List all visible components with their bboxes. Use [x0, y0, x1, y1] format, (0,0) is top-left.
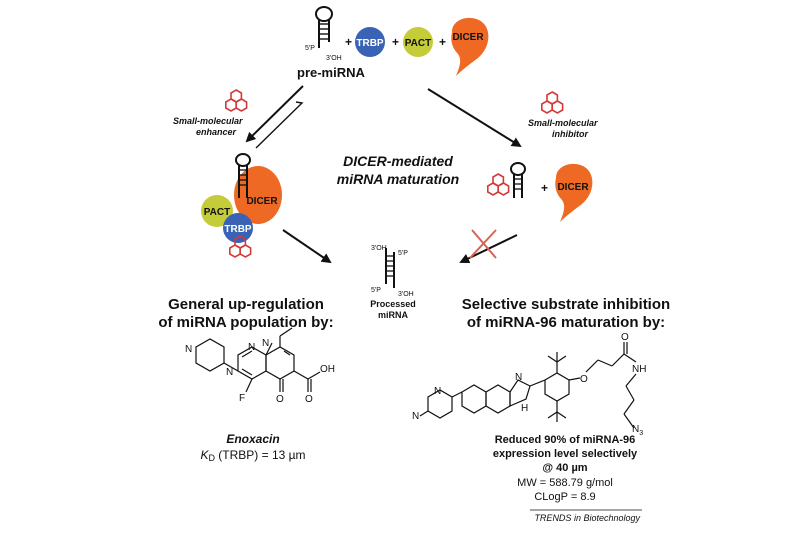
processed-5p-bot: 5'P — [371, 287, 381, 294]
complex-dicer-label: DICER — [246, 196, 278, 207]
pre-mirna-3oh-label: 3'OH — [326, 55, 342, 62]
plus-sign-2: + — [392, 35, 399, 49]
inhibitor-label-line1: Small-molecular — [528, 118, 598, 128]
inhibitor-n3-sub: 3 — [639, 430, 643, 437]
inhibitor-atom-n2: N — [434, 386, 441, 397]
left-heading-line1: General up-regulation — [168, 296, 324, 313]
inhibitor-atom-nh: H — [521, 403, 528, 414]
complex-trbp-icon — [223, 213, 253, 243]
inhibitor-molecule-icon — [540, 91, 564, 114]
pre-mirna-caption: pre-miRNA — [297, 65, 366, 80]
inhibitor-label-line2: inhibitor — [552, 129, 588, 139]
inhibitor-atom-n1: N — [412, 411, 419, 422]
enhancer-molecule-icon — [225, 89, 248, 112]
enoxacin-atom-n4: N — [248, 342, 255, 353]
plus-sign-3: + — [439, 35, 446, 49]
complex-pact-label: PACT — [204, 207, 230, 218]
inhibitor-atom-o1: O — [580, 374, 588, 385]
enoxacin-atom-o2: O — [305, 394, 313, 405]
enoxacin-atom-oh: OH — [320, 364, 335, 375]
enoxacin-kd-sub: D — [208, 453, 215, 463]
trbp-protein-icon — [355, 27, 385, 57]
enoxacin-name: Enoxacin — [226, 432, 279, 446]
enoxacin-atom-f: F — [239, 393, 245, 404]
inhibited-hairpin-icon — [510, 162, 526, 198]
inhibited-plus: + — [541, 181, 548, 195]
inhibitor-atom-n3: N — [515, 372, 522, 383]
right-heading-line1: Selective substrate inhibition — [462, 296, 670, 313]
dicer-label-top: DICER — [452, 32, 484, 43]
inhibitor-desc-line1: Reduced 90% of miRNA-96 — [495, 434, 636, 446]
pact-protein-icon — [403, 27, 433, 57]
arrow-to-inhibited — [427, 88, 522, 148]
inhibitor-atom-nh2: NH — [632, 364, 646, 375]
processed-3oh-bot: 3'OH — [398, 291, 414, 298]
inhibitor-mw: MW = 588.79 g/mol — [517, 477, 613, 489]
inhibitor-clogp: CLogP = 8.9 — [534, 491, 595, 503]
inhibitor-atom-n3-label: N3 — [632, 424, 643, 437]
inhibitor-desc-line3: @ 40 µm — [542, 462, 587, 474]
dicer-protein-icon — [451, 17, 489, 76]
inhibitor-desc-line2: expression level selectively — [493, 448, 638, 460]
inhibitor-n3-n: N — [632, 424, 639, 435]
pre-mirna-5p-label: 5'P — [305, 45, 315, 52]
enhancer-label-line1: Small-molecular — [173, 116, 243, 126]
plus-sign-1: + — [345, 35, 352, 49]
enoxacin-atom-n1: N — [185, 344, 192, 355]
pre-mirna-hairpin-icon — [315, 6, 333, 48]
inhibitor-structure — [419, 342, 637, 429]
enoxacin-kd-rest: (TRBP) = 13 µm — [215, 448, 306, 462]
enoxacin-kd: KD (TRBP) = 13 µm — [200, 448, 305, 463]
cross-icon — [469, 229, 497, 259]
processed-caption-line2: miRNA — [378, 310, 409, 320]
complex-trbp-label: TRBP — [224, 224, 252, 235]
enoxacin-atom-n2: N — [226, 367, 233, 378]
processed-5p-top: 5'P — [398, 250, 408, 257]
enoxacin-structure — [195, 327, 321, 393]
left-heading-line2: of miRNA population by: — [158, 314, 333, 331]
enoxacin-atom-o1: O — [276, 394, 284, 405]
inhibited-dicer-icon — [555, 163, 593, 222]
inhibitor-atom-o2: O — [621, 332, 629, 343]
bound-molecule-icon — [486, 173, 510, 196]
enhancer-label-line2: enhancer — [196, 127, 237, 137]
trbp-label: TRBP — [356, 38, 384, 49]
inhibited-dicer-label: DICER — [557, 182, 589, 193]
complex-pact-icon — [201, 195, 233, 227]
right-heading-line2: of miRNA-96 maturation by: — [467, 314, 665, 331]
credit-text: TRENDS in Biotechnology — [534, 513, 640, 523]
center-title-line1: DICER-mediated — [343, 153, 453, 169]
arrow-complex-to-processed — [282, 229, 332, 264]
enoxacin-kd-k: K — [200, 448, 209, 462]
enoxacin-atom-n3: N — [262, 338, 269, 349]
center-title-line2: miRNA maturation — [337, 171, 459, 187]
processed-caption-line1: Processed — [370, 299, 416, 309]
processed-mirna-icon — [385, 248, 395, 288]
arrow-to-complex — [245, 85, 304, 143]
complex-hairpin-icon — [235, 153, 251, 198]
pact-label: PACT — [405, 38, 431, 49]
reverse-half-arrow — [255, 101, 304, 149]
processed-3oh-top: 3'OH — [371, 245, 387, 252]
